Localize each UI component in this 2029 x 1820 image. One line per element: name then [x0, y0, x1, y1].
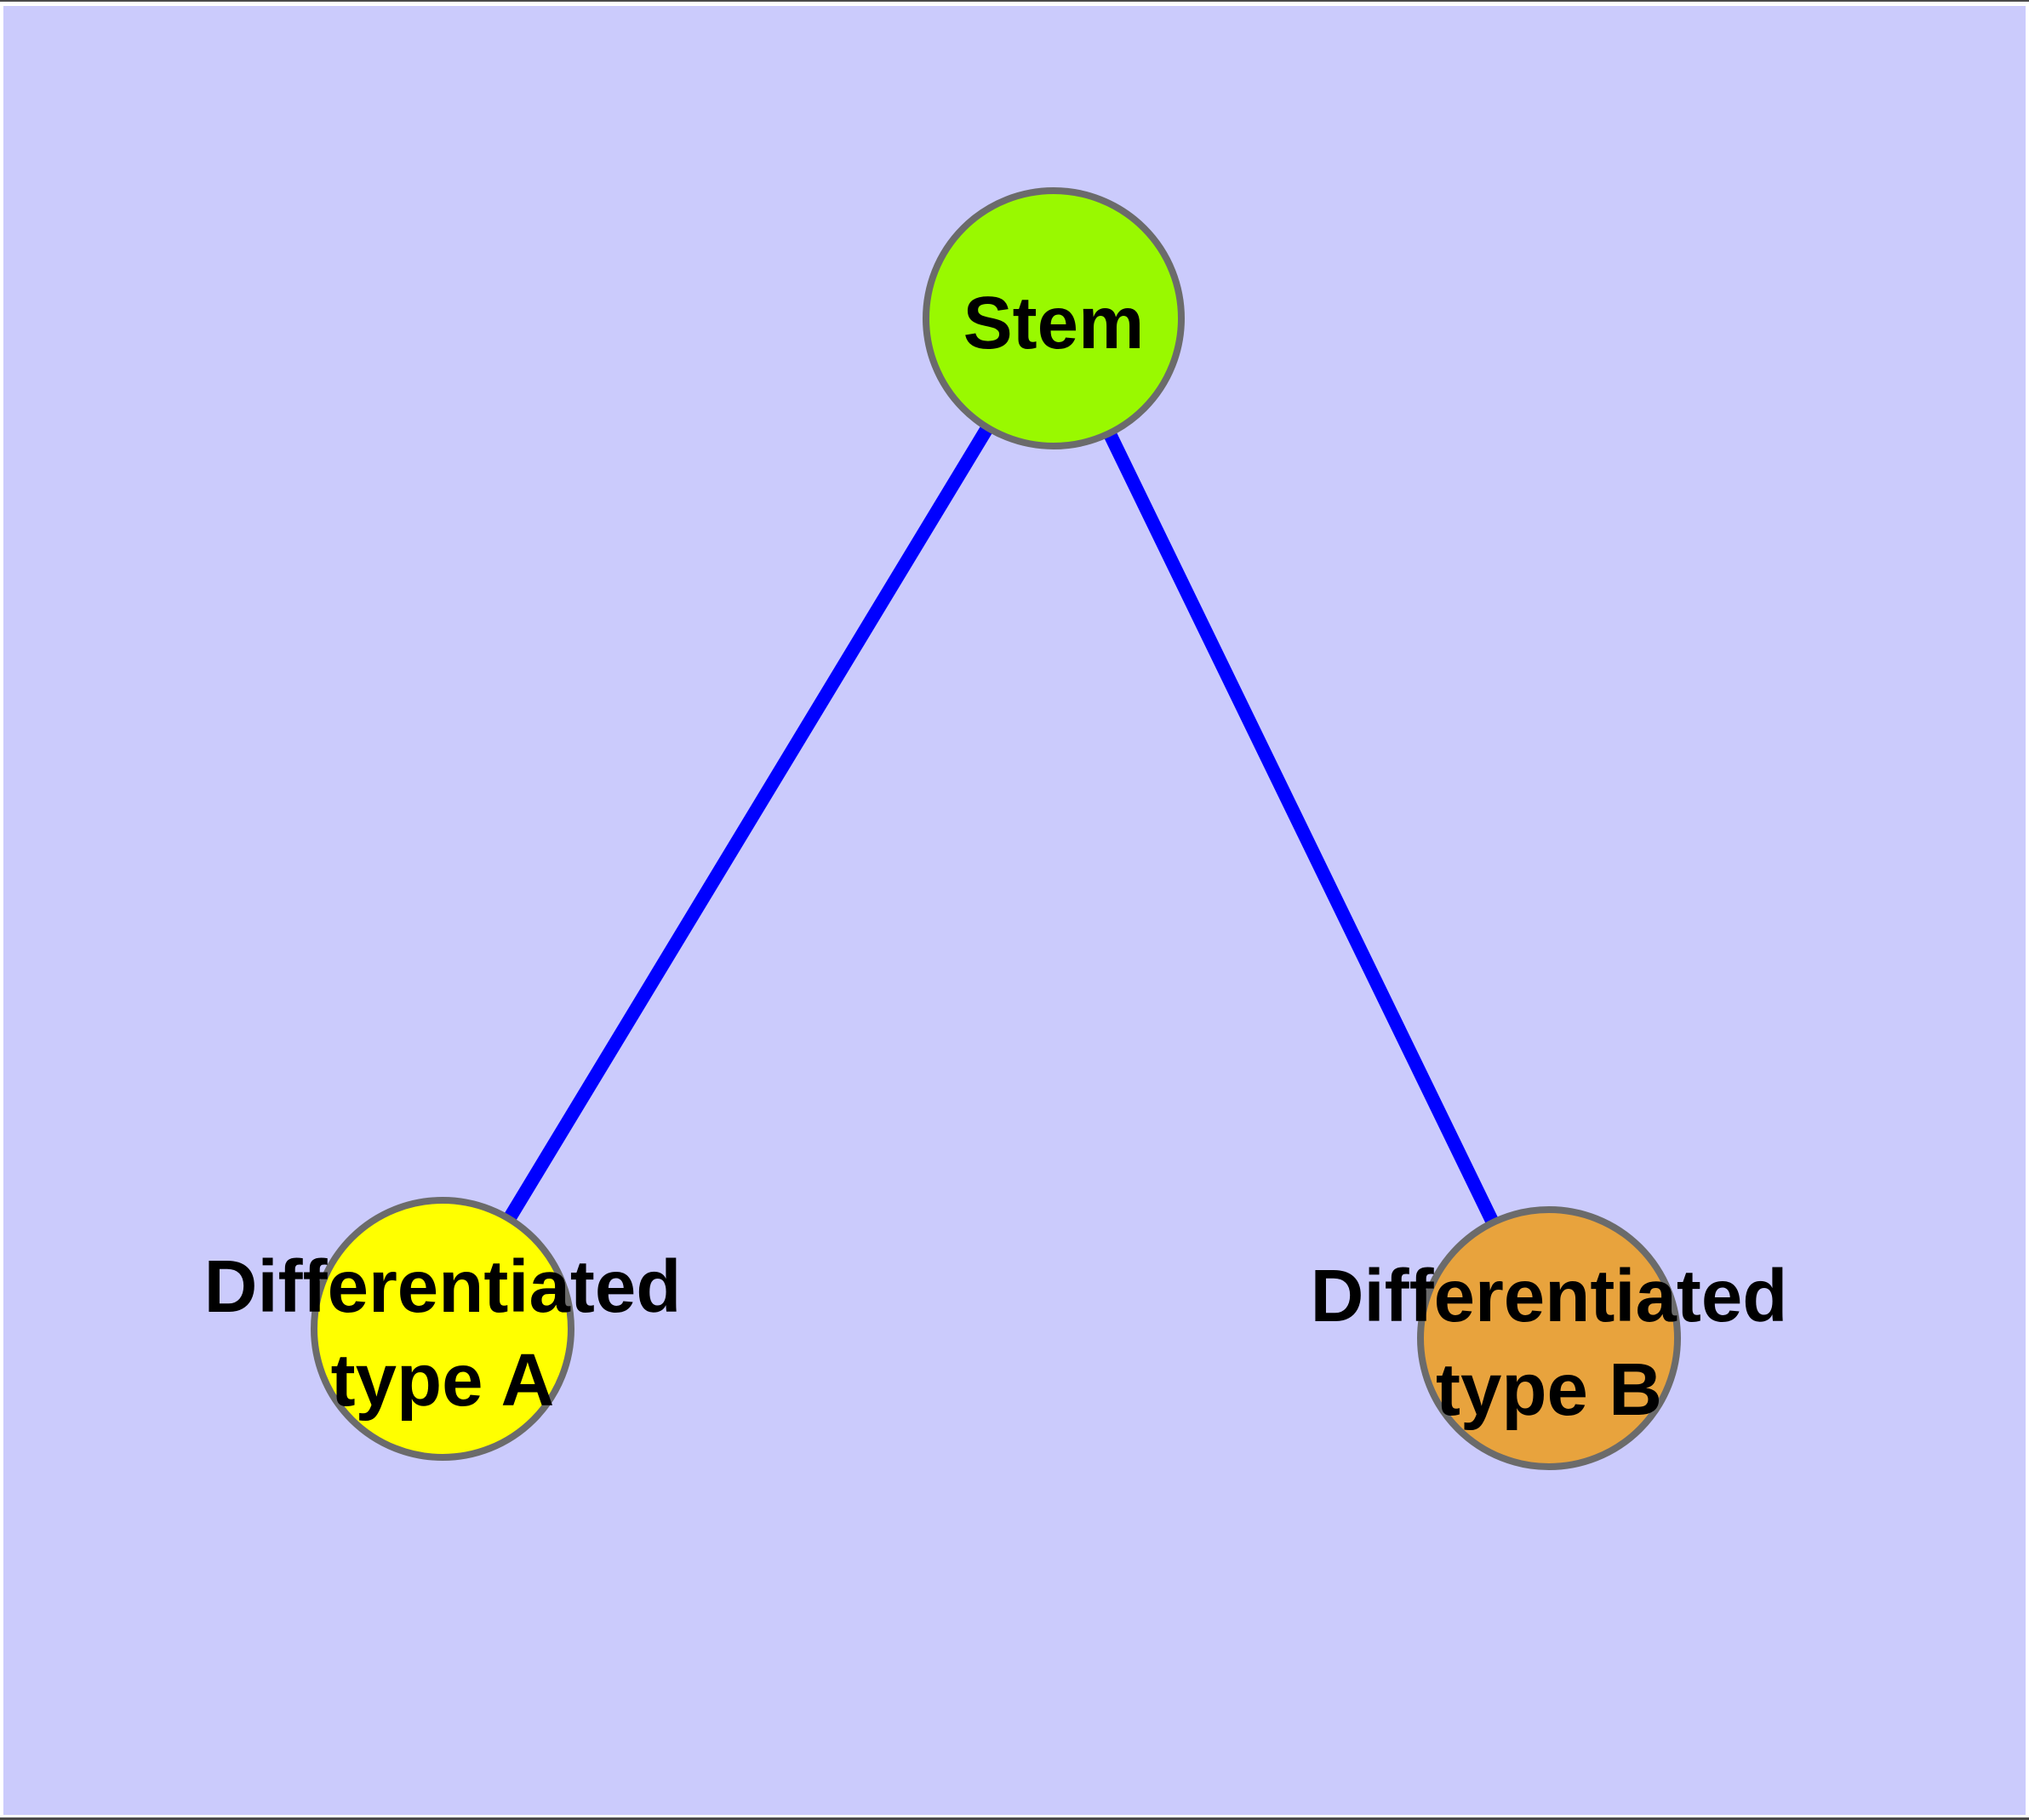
node-stem-circle [923, 187, 1185, 449]
nodes [311, 187, 1681, 1470]
node-typeB-circle [1417, 1206, 1681, 1470]
edges [437, 314, 1556, 1342]
edge-stem-to-typeB [1047, 315, 1556, 1342]
window-border-top [0, 0, 2029, 2]
node-typeA-circle [311, 1197, 574, 1461]
edge-stem-to-typeA [437, 314, 1060, 1333]
window-border-bottom [0, 1817, 2029, 1820]
